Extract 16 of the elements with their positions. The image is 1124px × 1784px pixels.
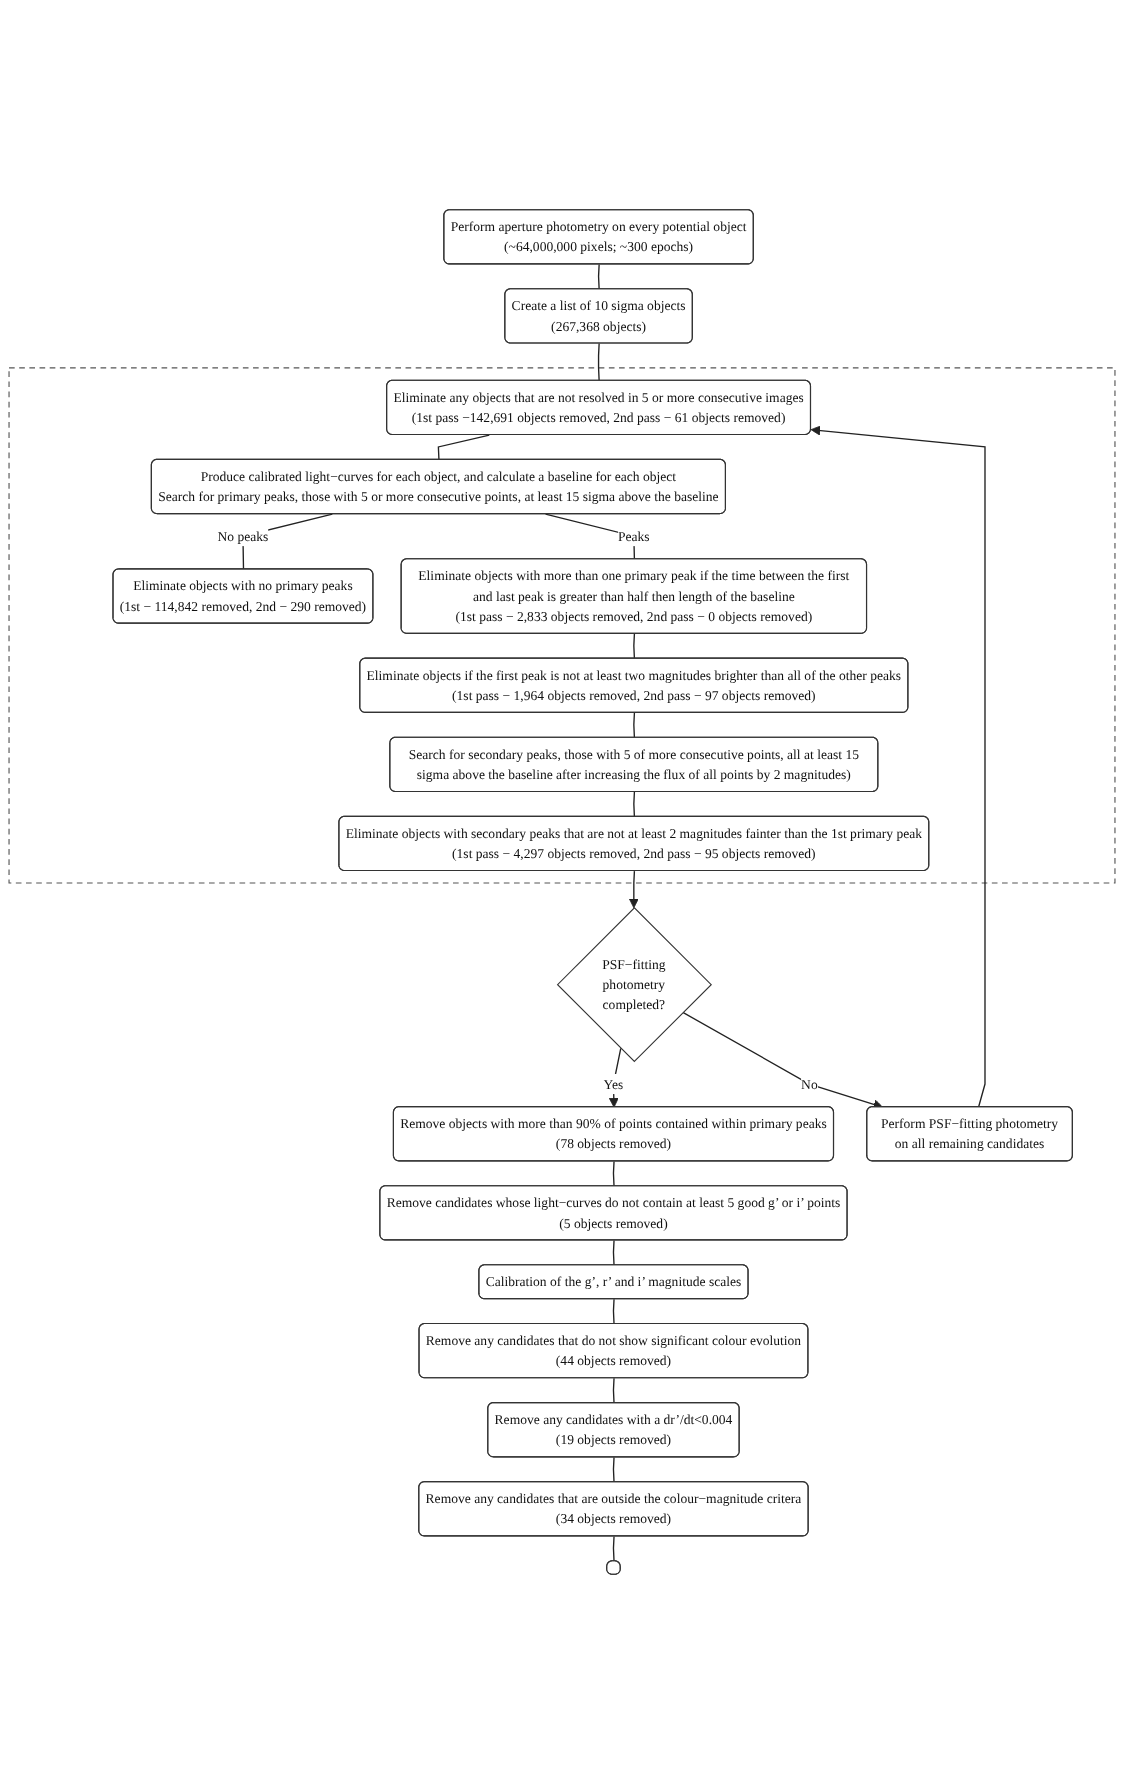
- connector: [437, 434, 490, 461]
- connector: [612, 1377, 615, 1404]
- connector: [633, 633, 636, 660]
- arrow: [628, 870, 639, 909]
- connector: [612, 1298, 615, 1325]
- connector: [612, 1535, 615, 1562]
- connector: [612, 1456, 615, 1483]
- connector: [633, 712, 636, 739]
- arrow: [810, 425, 986, 1108]
- arrow: [682, 1011, 884, 1110]
- connector: [633, 791, 636, 818]
- connector: [597, 263, 600, 290]
- connector: [612, 1160, 615, 1187]
- cluster: [8, 367, 1116, 884]
- connector: [597, 342, 600, 382]
- connector: [612, 1239, 615, 1266]
